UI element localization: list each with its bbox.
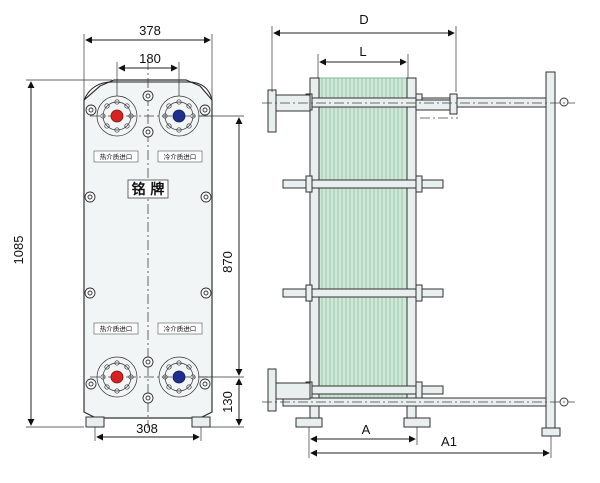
plate-lines [321,78,403,398]
dim-vertical-port-spacing: 870 [220,251,235,273]
dim-D: D [359,12,368,27]
tie-bolt-1 [282,179,444,189]
upper-hot-port [96,95,138,137]
label-box-hot-upper [93,150,139,163]
label-cold-inlet-lower: 冷介质进口 [164,324,197,333]
support-nuts [559,97,569,407]
dim-L: L [359,44,366,59]
dim-foot-spacing: 308 [136,421,158,436]
fixed-frame-plate [309,77,320,419]
dim-overall-height: 1085 [11,236,26,265]
pressure-plate [406,77,417,419]
label-box-hot-lower [93,322,139,335]
nameplate-box [127,179,169,199]
dim-overall-width: 378 [139,23,161,38]
label-hot-inlet-lower: 热介质进口 [100,324,133,333]
lower-nozzle [267,368,311,412]
front-top-lobes [83,81,213,101]
front-foot-left [85,416,105,428]
cold-port-dot [172,109,186,123]
label-box-cold-upper [157,150,203,163]
dim-A1: A1 [441,434,457,449]
dim-lower-port-height: 130 [220,391,235,413]
dim-A: A [362,422,371,437]
support-column [545,71,556,431]
side-foot-right [403,417,431,428]
nameplate-text: 铭 牌 [132,181,165,198]
support-foot [541,427,561,437]
right-stub [415,93,458,119]
side-foot-left [295,417,323,428]
frame-bolts [84,90,212,404]
label-cold-inlet-upper: 冷介质进口 [164,152,197,161]
tie-bolt-2 [282,288,444,298]
side-view: D L A A1 [262,12,575,458]
lower-cold-port [158,356,200,398]
dim-port-spacing: 180 [139,51,161,66]
upper-nozzle [267,89,311,133]
upper-cold-port [158,95,200,137]
label-box-cold-lower [157,322,203,335]
front-view: 热介质进口 冷介质进口 热介质进口 冷介质进口 铭 牌 378 180 1085 [11,23,244,441]
front-foot-right [191,416,211,428]
hot-port-dot [110,109,124,123]
lower-hot-port [96,356,138,398]
plate-pack [317,77,409,399]
label-hot-inlet-upper: 热介质进口 [100,152,133,161]
